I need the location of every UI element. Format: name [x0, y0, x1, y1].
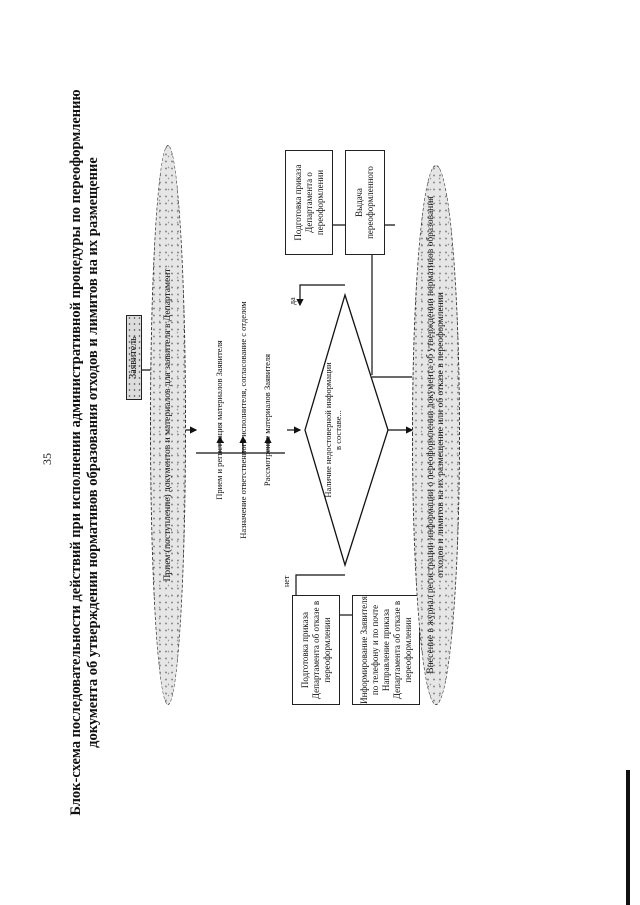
step-review-materials: Рассмотрение материалов Заявителя: [262, 353, 272, 487]
page-title: Блок-схема последовательности действий п…: [68, 30, 102, 875]
connector-decision-right: [296, 284, 345, 307]
step-registration: Прием и регистрация материалов Заявителя: [214, 340, 224, 500]
decision-diamond: [304, 292, 389, 568]
reissue-order-box: Подготовка приказа Департамента о переоф…: [285, 150, 333, 255]
inform-applicant-box: Информирование Заявителя по телефону и п…: [352, 595, 420, 705]
branch-label-no: нет: [282, 575, 291, 587]
final-oval-text: Внесение в журнал регистрации информации…: [425, 196, 447, 674]
start-applicant-box: Заявитель: [126, 315, 142, 400]
title-line-1: Блок-схема последовательности действий п…: [68, 89, 84, 816]
refusal-order-box: Подготовка приказа Департамента об отказ…: [292, 595, 340, 705]
scan-edge-mark: [626, 770, 630, 905]
title-line-2: документа об утверждении нормативов обра…: [85, 157, 101, 748]
page-number: 35: [40, 453, 54, 465]
intake-oval-text: Прием (поступление) документов и материа…: [162, 268, 173, 582]
step-assign-executor: Назначение ответственного исполнителя, с…: [238, 301, 248, 539]
issue-document-box: Выдача переоформленного: [345, 150, 385, 255]
branch-label-yes: да: [288, 297, 297, 305]
final-registration-oval: Внесение в журнал регистрации информации…: [412, 165, 460, 705]
intake-oval: Прием (поступление) документов и материа…: [150, 145, 186, 705]
decision-text: Наличие недостоверной информации в соста…: [323, 362, 343, 498]
